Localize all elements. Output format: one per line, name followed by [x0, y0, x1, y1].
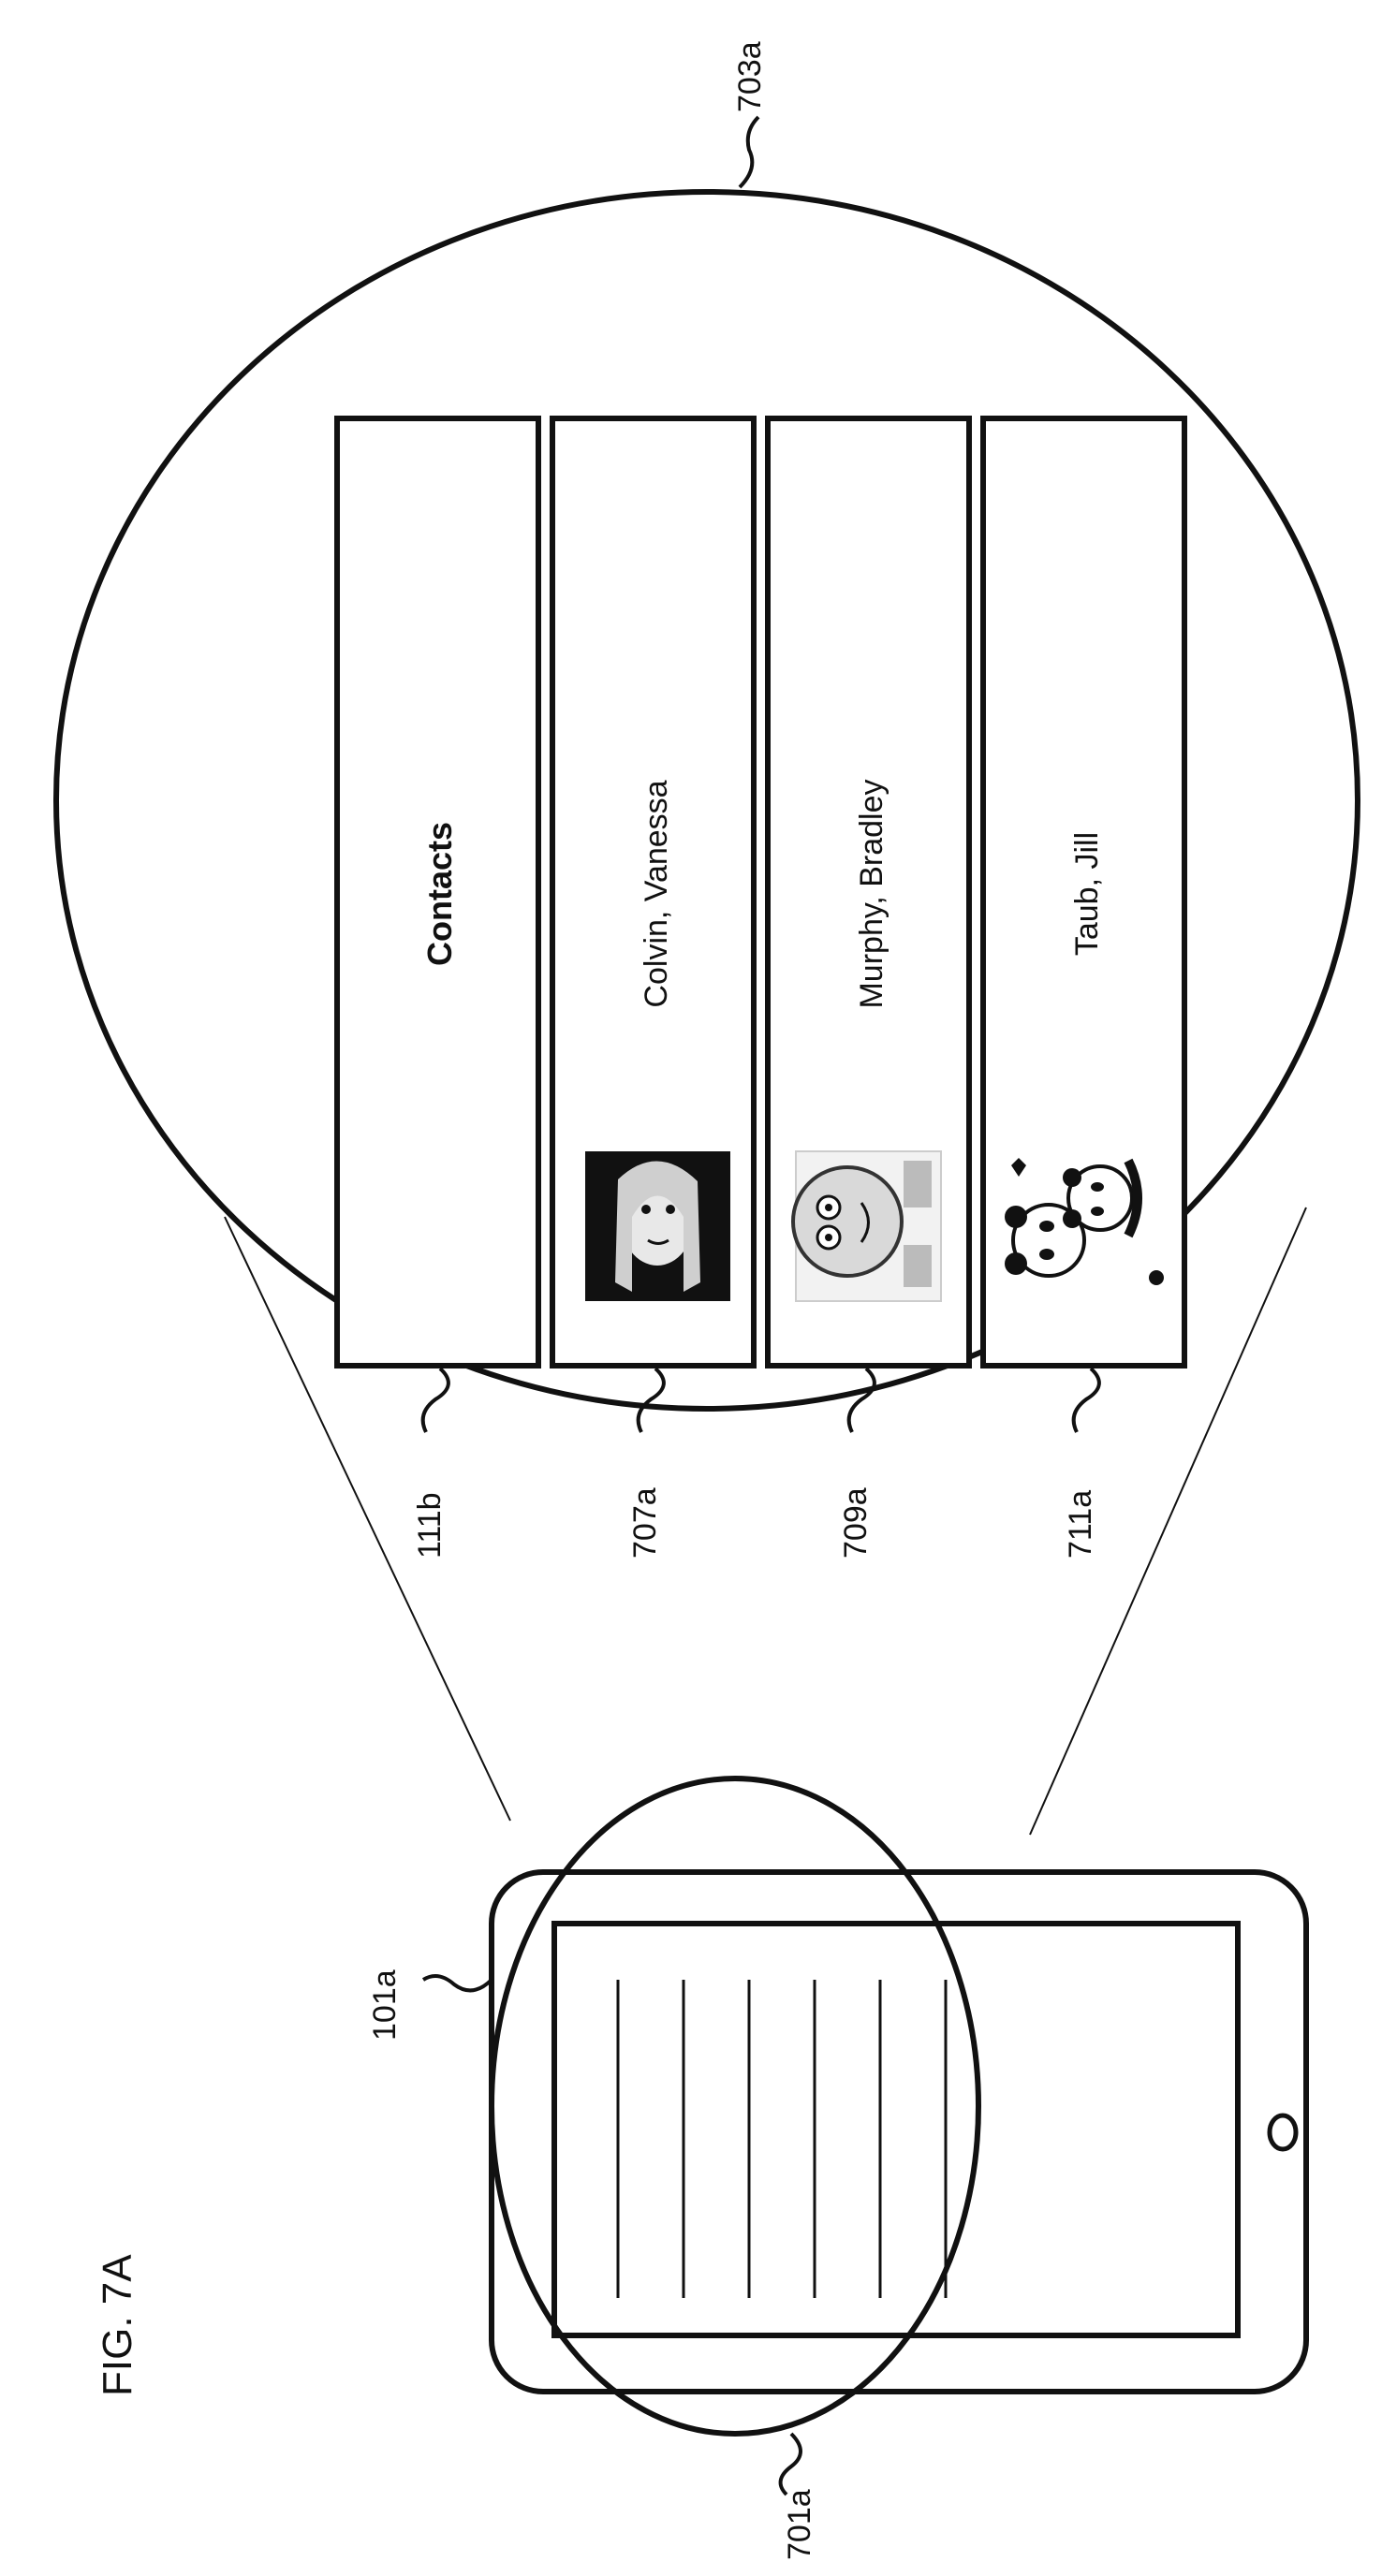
phone-device [492, 1872, 1306, 2392]
woman-portrait-icon [585, 1151, 730, 1301]
home-button-icon[interactable] [1270, 2115, 1296, 2149]
ref-label-111b: 111b [412, 1492, 448, 1559]
contact-name-1: Colvin, Vanessa [639, 780, 674, 1007]
figure-title: FIG. 7A [95, 2254, 140, 2396]
ref-label-711a: 711a [1063, 1490, 1098, 1559]
ref-label-701a: 701a [782, 2489, 817, 2560]
ref-label-703a: 703a [732, 41, 768, 112]
contact-row-2[interactable]: Murphy, Bradley [768, 418, 969, 1366]
ref-label-101a: 101a [367, 1969, 403, 2041]
phone-screen [554, 1924, 1238, 2335]
ref-label-709a: 709a [838, 1487, 874, 1559]
cartoon-face-icon [793, 1151, 941, 1301]
contact-name-2: Murphy, Bradley [854, 779, 889, 1008]
contacts-header-bar: Contacts [337, 418, 538, 1366]
contacts-header-title: Contacts [420, 822, 459, 966]
contact-row-1[interactable]: Colvin, Vanessa [552, 418, 754, 1366]
contact-name-3: Taub, Jill [1069, 832, 1105, 956]
contact-row-3[interactable]: Taub, Jill [983, 418, 1184, 1366]
screen-list-lines [618, 1980, 946, 2298]
contacts-list: Contacts Colvin, Vanessa Murphy, Bradley [337, 418, 1184, 1366]
ref-label-707a: 707a [627, 1487, 663, 1559]
